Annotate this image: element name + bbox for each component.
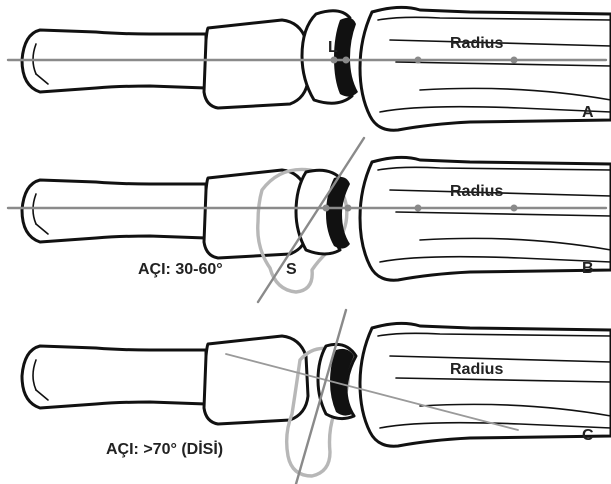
radius-label-c: Radius (450, 361, 503, 378)
radius-bone-a (360, 7, 611, 130)
axis-point-a4 (511, 57, 518, 64)
lunate-label-a: L (328, 39, 338, 56)
panel-c: Radius AÇI: >70° (DİSİ) C (22, 310, 611, 484)
axis-point-b2 (345, 205, 352, 212)
axis-point-b4 (511, 205, 518, 212)
panel-b: Radius S AÇI: 30-60° B (8, 138, 611, 302)
angle-label-c: AÇI: >70° (DİSİ) (106, 440, 223, 458)
scaphoid-label-b: S (286, 261, 297, 278)
lunate-bone-b (296, 170, 350, 254)
radius-label-a: Radius (450, 35, 503, 52)
panel-letter-a: A (582, 104, 594, 121)
metacarpal-bone-b (22, 180, 206, 242)
axis-point-a1 (331, 57, 338, 64)
radius-bone-b (360, 157, 611, 280)
lunate-bone-c (318, 344, 356, 418)
angle-label-b: AÇI: 30-60° (138, 261, 223, 278)
panel-letter-b: B (582, 260, 594, 277)
panel-letter-c: C (582, 427, 594, 444)
axis-point-a3 (415, 57, 422, 64)
axis-point-b1 (323, 205, 330, 212)
radius-bone-c (360, 323, 611, 446)
lunate-bone-a (302, 11, 358, 103)
metacarpal-bone-c (22, 346, 206, 408)
axis-point-a2 (343, 57, 350, 64)
axis-point-b3 (415, 205, 422, 212)
carpal-bone-b (204, 170, 308, 258)
carpal-bone-a (204, 20, 308, 108)
panel-a: L Radius A (8, 7, 611, 130)
radius-label-b: Radius (450, 183, 503, 200)
